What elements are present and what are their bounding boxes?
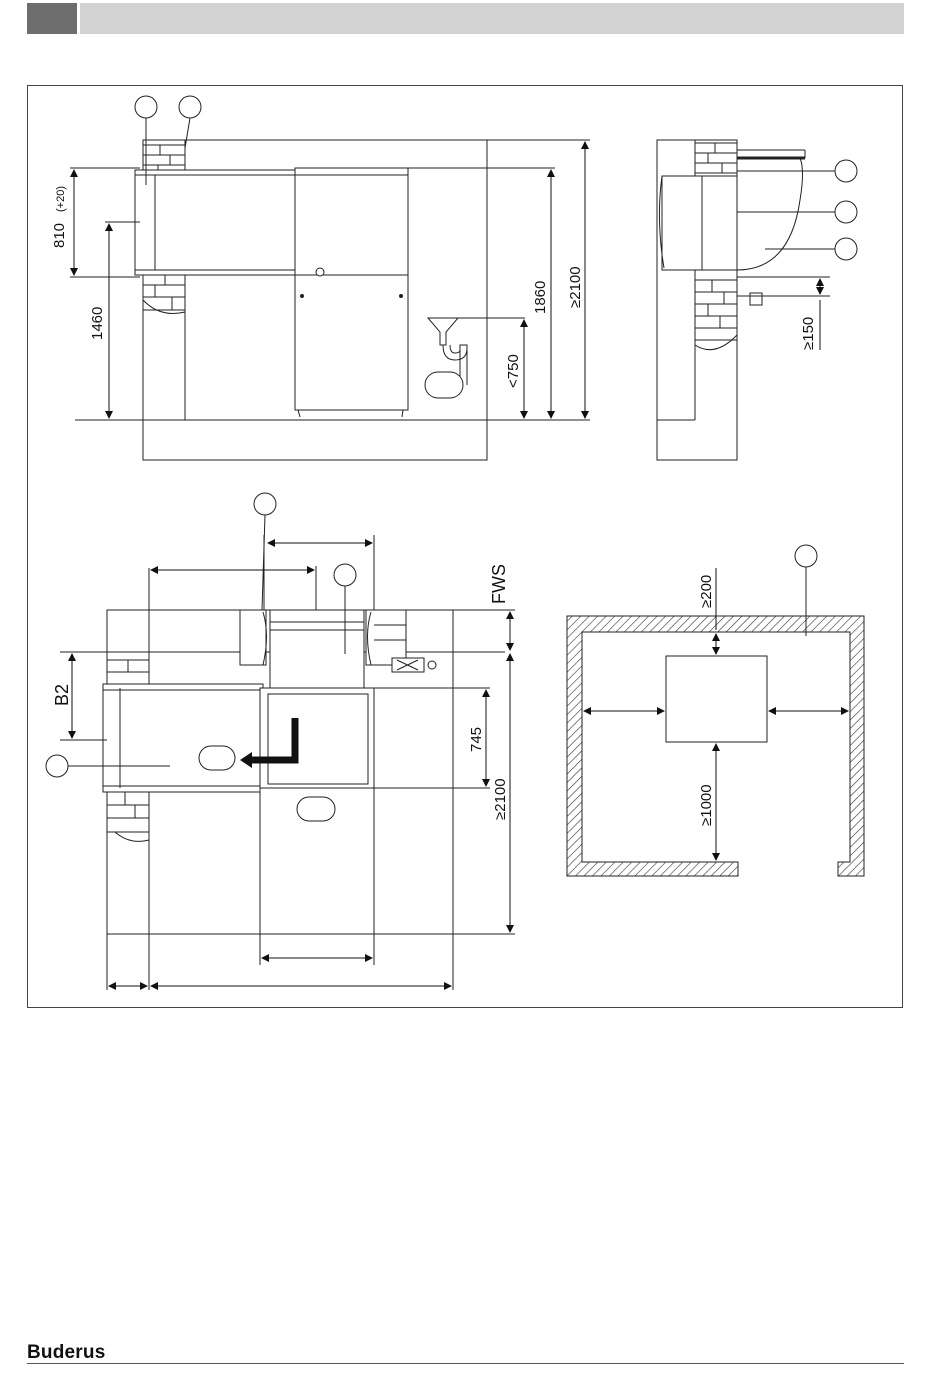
front-flue-duct — [135, 170, 295, 275]
dim-1000-room: ≥1000 — [698, 784, 715, 826]
dim-fws: FWS — [489, 564, 509, 604]
dim-200-room: ≥200 — [698, 575, 715, 608]
side-callout-2 — [835, 201, 857, 223]
dim-810: 810 — [51, 223, 68, 248]
front-callout-2 — [179, 96, 201, 118]
dim-810-tolerance: (+20) — [55, 186, 67, 212]
plan-flue-duct — [103, 684, 263, 792]
front-elevation-view — [70, 96, 590, 460]
plan-boiler — [260, 688, 374, 788]
dim-1860: 1860 — [532, 281, 549, 314]
dim-2100-front: ≥2100 — [567, 266, 584, 308]
dim-1460: 1460 — [89, 307, 106, 340]
side-callout-1 — [835, 160, 857, 182]
dim-2100-plan: ≥2100 — [492, 778, 509, 820]
side-elevation-view — [657, 140, 857, 460]
footer-rule — [27, 1363, 904, 1364]
plan-callout-2 — [334, 564, 356, 586]
dim-b2: B2 — [52, 684, 72, 706]
room-boiler-footprint — [666, 656, 767, 742]
front-callout-1 — [135, 96, 157, 118]
dim-750: <750 — [505, 354, 522, 388]
dim-745: 745 — [468, 727, 485, 752]
room-callout — [795, 545, 817, 567]
brand-logo: Buderus — [27, 1342, 105, 1364]
side-callout-3 — [835, 238, 857, 260]
dim-150-side: ≥150 — [800, 317, 817, 350]
front-brickwork-lower — [143, 275, 185, 314]
plan-view — [46, 493, 515, 990]
plan-callout-3 — [46, 755, 68, 777]
plan-callout-1 — [254, 493, 276, 515]
front-boiler — [295, 168, 408, 410]
